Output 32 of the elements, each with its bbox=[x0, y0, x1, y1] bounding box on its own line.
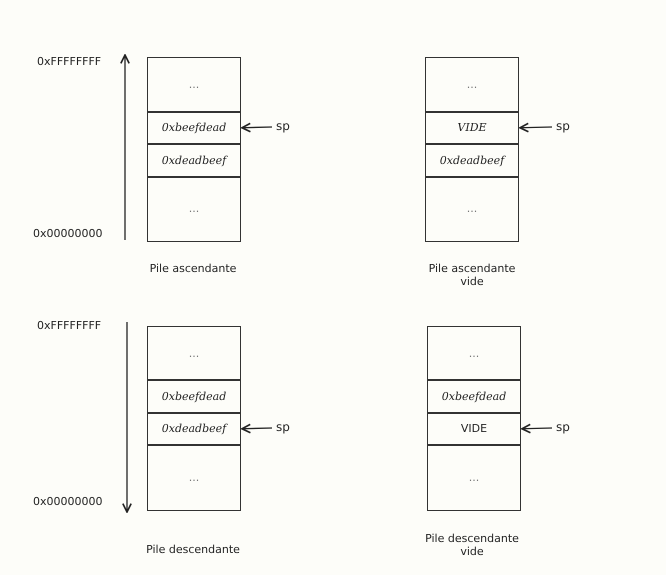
arrow bbox=[519, 122, 552, 133]
stack-cell: ... bbox=[427, 444, 521, 510]
stack-cell: VIDE bbox=[427, 412, 521, 446]
stack-cell: ... bbox=[147, 444, 241, 510]
stack-caption: Pile descendante bbox=[145, 543, 241, 556]
stack-cell: 0xdeadbeef bbox=[147, 143, 241, 178]
stack-cell: ... bbox=[425, 57, 519, 112]
address-label: 0xFFFFFFFF bbox=[37, 319, 102, 332]
stack-cell: ... bbox=[425, 176, 519, 242]
pointer-label: sp bbox=[276, 119, 290, 133]
arrow bbox=[521, 424, 552, 434]
address-label: 0x00000000 bbox=[33, 495, 102, 508]
address-label: 0xFFFFFFFF bbox=[37, 55, 102, 68]
arrow bbox=[241, 122, 272, 133]
pointer-label: sp bbox=[556, 420, 570, 434]
stack-cell: ... bbox=[427, 326, 521, 380]
stack-cell: 0xbeefdead bbox=[147, 379, 241, 414]
pointer-label: sp bbox=[556, 119, 570, 133]
stack-caption: Pile ascendante bbox=[148, 262, 238, 275]
stack-caption: Pile descendante vide bbox=[424, 532, 520, 558]
arrow bbox=[241, 424, 272, 434]
stack-caption: Pile ascendante vide bbox=[428, 262, 516, 288]
stack-cell: 0xdeadbeef bbox=[425, 143, 519, 178]
stack-cell: ... bbox=[147, 326, 241, 380]
stack-cell: ... bbox=[147, 57, 241, 112]
address-label: 0x00000000 bbox=[33, 227, 102, 240]
stack-cell: ... bbox=[147, 176, 241, 242]
stack-cell: VIDE bbox=[425, 111, 519, 144]
stack-cell: 0xdeadbeef bbox=[147, 412, 241, 446]
stack-cell: 0xbeefdead bbox=[427, 379, 521, 414]
pointer-label: sp bbox=[276, 420, 290, 434]
stack-cell: 0xbeefdead bbox=[147, 111, 241, 144]
